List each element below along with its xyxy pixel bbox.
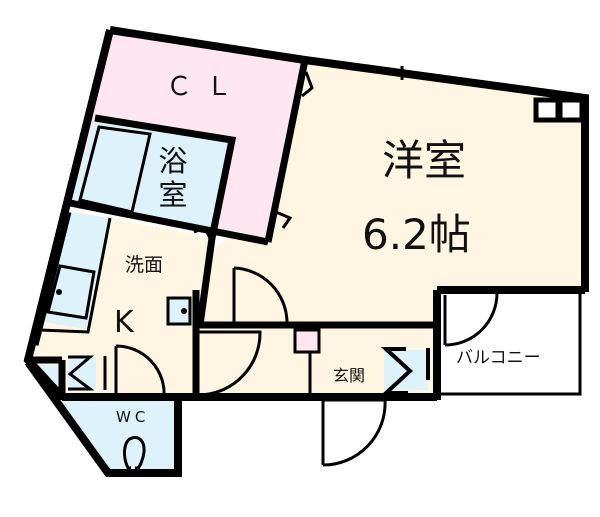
kitchen-label: K bbox=[114, 305, 134, 340]
refrigerator-space-icon bbox=[293, 328, 321, 354]
western-room-area bbox=[200, 60, 585, 325]
toilet-label: WC bbox=[116, 408, 150, 426]
kitchen-counter-edge bbox=[39, 217, 112, 334]
entrance-label: 玄関 bbox=[333, 366, 366, 385]
washroom-label: 洗面 bbox=[125, 254, 164, 276]
hallway-area bbox=[195, 325, 437, 397]
bathtub-icon bbox=[78, 125, 152, 214]
inner-walls bbox=[28, 59, 437, 400]
western-room-size: 6.2帖 bbox=[362, 210, 471, 259]
toilet-icon bbox=[123, 436, 146, 470]
door-swing-icon bbox=[114, 71, 499, 467]
entrance-shoe-cabinet-icon bbox=[380, 347, 430, 395]
bathroom-label: 浴室 bbox=[158, 144, 188, 212]
washing-machine-pan-icon bbox=[166, 296, 192, 326]
closet-label: ＣＬ bbox=[166, 72, 247, 102]
balcony-area bbox=[437, 290, 585, 397]
balcony-label: バルコニー bbox=[456, 348, 541, 368]
western-room-label: 洋室 bbox=[382, 136, 467, 185]
balcony-rail bbox=[440, 292, 582, 396]
shoe-cabinet-icon bbox=[67, 355, 107, 391]
ac-unit-icon bbox=[533, 97, 585, 123]
sink-icon bbox=[46, 264, 96, 320]
